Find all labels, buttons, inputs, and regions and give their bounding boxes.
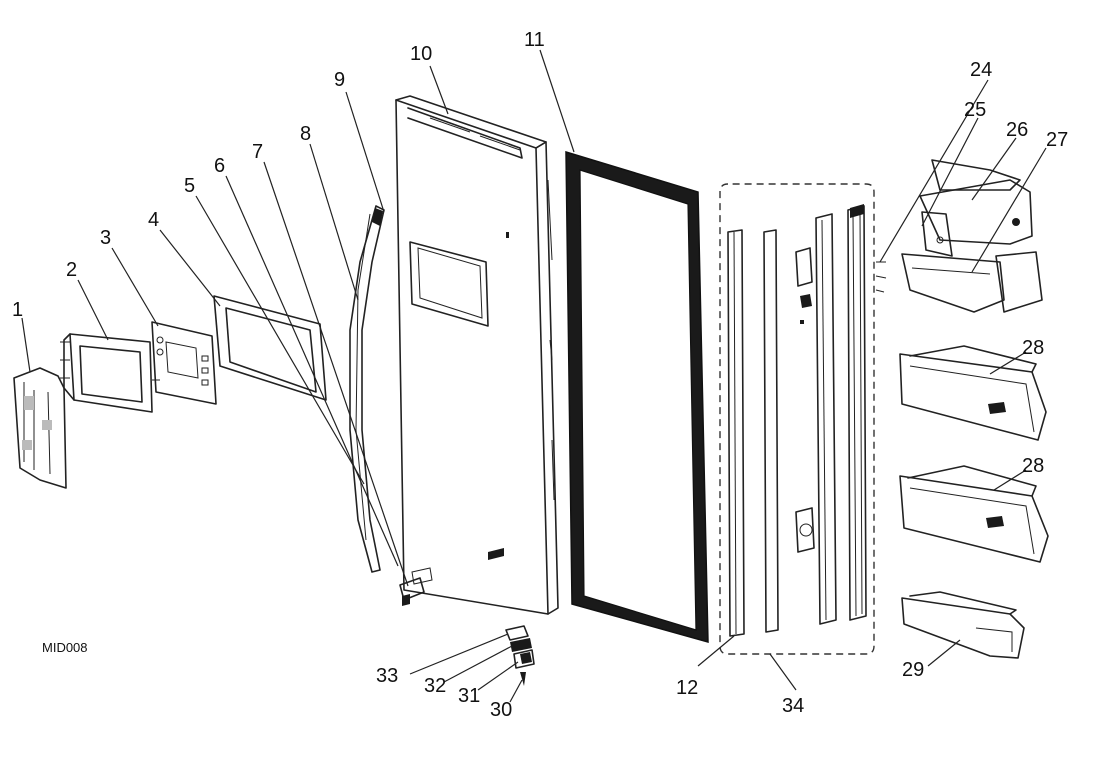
label-part-10: 10 [410,43,432,65]
label-part-6: 6 [214,155,225,177]
leader-lines [21,49,1047,703]
label-part-3: 3 [100,227,111,249]
label-part-27: 27 [1046,129,1068,151]
label-part-33: 33 [376,665,398,687]
label-part-1: 1 [12,299,23,321]
part-30-33-hinge-hardware [505,625,535,686]
label-part-9: 9 [334,69,345,91]
part-2-control-board [60,333,160,413]
part-34-group-box [719,183,875,655]
part-3-keypad-overlay [151,321,217,405]
label-part-26: 26 [1006,119,1028,141]
part-9-hinge-cover [399,567,433,606]
part-labels: 1 2 3 4 5 6 7 8 9 10 11 12 24 25 26 27 2… [12,29,1068,721]
label-part-30: 30 [490,699,512,721]
diagram-code: MID008 [42,640,88,655]
label-part-2: 2 [66,259,77,281]
label-part-28-lower: 28 [1022,455,1044,477]
part-1-control-bracket [13,367,67,489]
label-part-12: 12 [676,677,698,699]
part-12-door-strips [727,229,779,637]
label-part-7: 7 [252,141,263,163]
part-11-door-gasket [565,150,709,643]
label-part-8: 8 [300,123,311,145]
label-part-29: 29 [902,659,924,681]
part-29-door-shelf [901,591,1025,659]
label-part-25: 25 [964,99,986,121]
part-8-door-trim [349,205,385,573]
part-28-door-bin-lower [899,465,1049,563]
label-part-5: 5 [184,175,195,197]
part-34-channels [795,204,887,625]
label-part-4: 4 [148,209,159,231]
label-part-31: 31 [458,685,480,707]
part-10-door-panel [395,95,559,615]
label-part-11: 11 [524,29,545,51]
label-part-32: 32 [424,675,446,697]
part-28-door-bin-upper [899,345,1047,441]
label-part-28-upper: 28 [1022,337,1044,359]
label-part-34: 34 [782,695,804,717]
part-24-27-upper-bin-assembly [901,159,1043,313]
label-part-24: 24 [970,59,992,81]
part-4-dispenser-frame [213,295,327,401]
